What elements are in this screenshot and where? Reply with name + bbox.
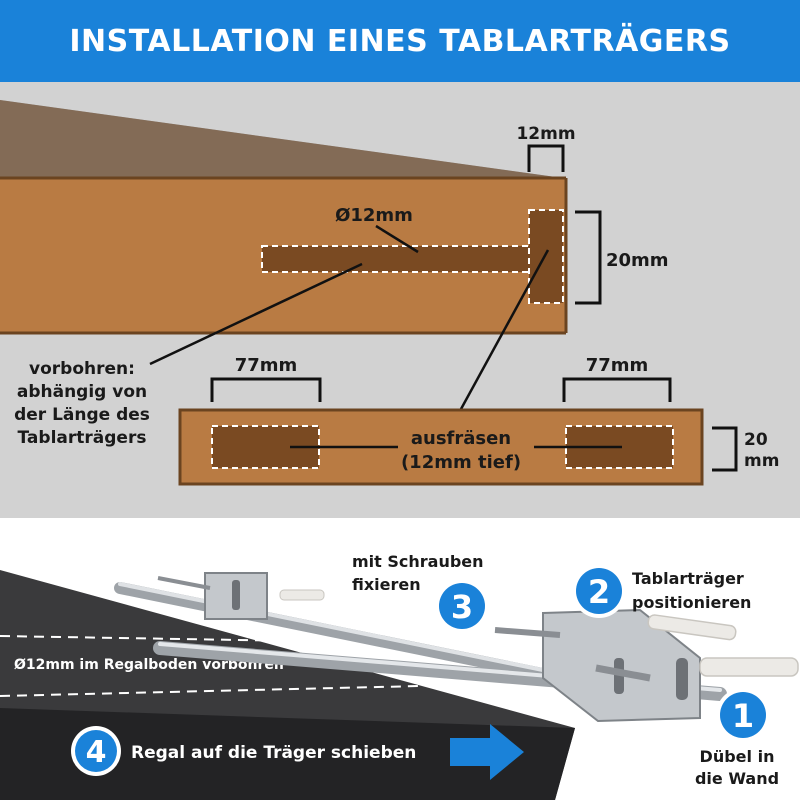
screw-lower (595, 664, 651, 682)
drill-hole (261, 245, 533, 273)
predrill-label-line-3: der Länge des (14, 405, 150, 425)
dim-bracket-77mm-left (210, 377, 322, 402)
dim-label-board-height-1: 20 (744, 430, 768, 450)
shelf-front-face (0, 708, 575, 800)
installation-scene: Ø12mm im Regalboden vorbohren mit Schrau… (0, 552, 799, 800)
step-2-badge (576, 568, 622, 614)
page-title: INSTALLATION EINES TABLARTRÄGERS (69, 23, 731, 59)
left-recess (211, 425, 320, 469)
dim-label-77mm-right: 77mm (586, 355, 649, 376)
mill-label-line-1: ausfräsen (411, 428, 511, 449)
dim-bracket-12mm (527, 144, 565, 172)
mill-label-line-2: (12mm tief) (401, 452, 521, 473)
step-3-badge (439, 583, 485, 629)
step-2-line-2: positionieren (632, 593, 751, 612)
step-2-line-1: Tablarträger (632, 569, 744, 588)
dim-label-77mm-left: 77mm (235, 355, 298, 376)
step-3-line-1: mit Schrauben (352, 552, 484, 571)
predrill-label-line-4: Tablarträgers (18, 428, 147, 448)
dim-bracket-77mm-right (562, 377, 672, 402)
step-4-number: 4 (86, 735, 107, 770)
step-4-badge (75, 730, 117, 772)
shelf-note: Ø12mm im Regalboden vorbohren (14, 657, 284, 673)
step-2-number: 2 (588, 573, 610, 611)
dim-label-board-height-2: mm (744, 451, 779, 471)
step-1-line-1: Dübel in (700, 747, 775, 766)
wall-plug-upper (647, 614, 737, 641)
header-banner: INSTALLATION EINES TABLARTRÄGERS (0, 0, 800, 82)
dim-label-20mm: 20mm (606, 250, 669, 271)
step-4-text: Regal auf die Träger schieben (131, 743, 416, 763)
step-1-number: 1 (732, 697, 754, 735)
wall-plug-lower (699, 657, 799, 677)
step-1-badge (720, 692, 766, 738)
predrill-label-line-2: abhängig von (17, 382, 147, 402)
step-3-line-2: fixieren (352, 575, 421, 594)
milled-recess (528, 209, 564, 304)
top-diagram-panel: 12mm 20mm Ø12mm vorbohren: abhängig von … (0, 82, 800, 518)
bottom-installation-panel: Ø12mm im Regalboden vorbohren mit Schrau… (0, 518, 800, 800)
push-arrow-icon (450, 724, 524, 780)
wood-drilling-diagram: 12mm 20mm Ø12mm vorbohren: abhängig von … (0, 100, 779, 486)
predrill-label-line-1: vorbohren: (29, 359, 135, 379)
dim-bracket-20mm (575, 210, 602, 305)
dim-label-12mm: 12mm (516, 124, 575, 144)
predrill-leader-line (149, 262, 363, 366)
screw-upper (494, 627, 561, 638)
step-3-number: 3 (451, 588, 473, 626)
step-1-line-2: die Wand (695, 769, 779, 788)
diameter-leader-line (375, 224, 419, 254)
dim-bracket-board-height (712, 426, 738, 472)
mill-leader-line (453, 249, 550, 421)
dim-label-diameter: Ø12mm (335, 205, 413, 226)
